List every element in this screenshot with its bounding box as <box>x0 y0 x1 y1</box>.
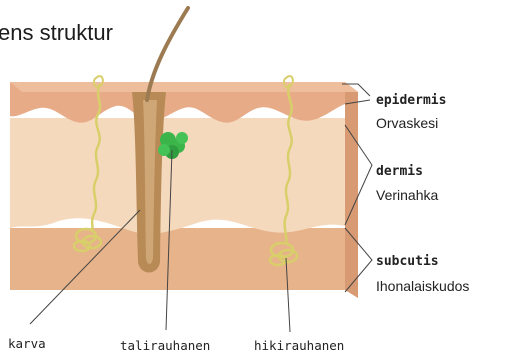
label-subcutis: subcutis <box>376 254 439 269</box>
label-talirauhanen: talirauhanen <box>120 338 210 353</box>
label-epidermis: epidermis <box>376 93 446 108</box>
label-hikirauhanen: hikirauhanen <box>254 338 344 353</box>
label-verinahka: Verinahka <box>376 187 438 203</box>
diagram-title: ens struktur <box>0 20 113 46</box>
label-dermis: dermis <box>376 164 423 179</box>
label-karva: karva <box>8 336 46 351</box>
skin-side-face <box>345 82 358 298</box>
label-orvaskesi: Orvaskesi <box>376 115 438 131</box>
label-ihonalaiskudos: Ihonalaiskudos <box>376 278 469 294</box>
skin-top-face <box>10 82 358 92</box>
